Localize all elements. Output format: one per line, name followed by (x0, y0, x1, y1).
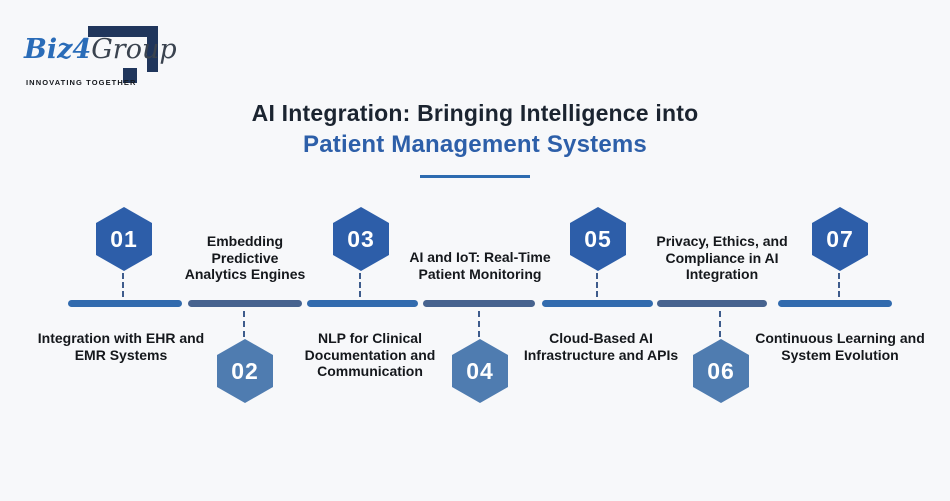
corner-bracket-icon (88, 26, 158, 83)
step-label: Integration with EHR and EMR Systems (37, 330, 205, 363)
logo-tagline: INNOVATING TOGETHER (26, 78, 137, 87)
dotted-connector (243, 311, 245, 337)
timeline-segment-5 (542, 300, 653, 307)
hexagon-step-04: 04 (452, 339, 508, 403)
step-label: AI and IoT: Real-Time Patient Monitoring (409, 249, 551, 282)
timeline-segment-6 (657, 300, 767, 307)
hexagon-step-07: 07 (812, 207, 868, 271)
timeline-segment-3 (307, 300, 418, 307)
dotted-connector (359, 273, 361, 297)
logo-word-4: 4 (72, 34, 92, 65)
step-number: 03 (347, 225, 375, 252)
step-label: NLP for Clinical Documentation and Commu… (304, 330, 436, 380)
step-number: 04 (466, 357, 494, 384)
page-title: AI Integration: Bringing Intelligence in… (0, 100, 950, 178)
hexagon-step-06: 06 (693, 339, 749, 403)
title-underline (420, 175, 530, 178)
step-number: 05 (584, 225, 612, 252)
step-label: Privacy, Ethics, and Compliance in AI In… (656, 233, 788, 283)
hexagon-step-03: 03 (333, 207, 389, 271)
logo-word-biz: Biz (24, 34, 73, 65)
logo-word-group: Group (91, 34, 177, 65)
step-number: 06 (707, 357, 735, 384)
step-number: 02 (231, 357, 259, 384)
dotted-connector (478, 311, 480, 337)
timeline-segment-2 (188, 300, 302, 307)
step-label: Continuous Learning and System Evolution (755, 330, 925, 363)
dotted-connector (719, 311, 721, 337)
timeline-segment-1 (68, 300, 182, 307)
dotted-connector (838, 273, 840, 297)
timeline-segment-7 (778, 300, 892, 307)
biz4group-logo: Biz4Group INNOVATING TOGETHER (24, 12, 184, 92)
step-number: 01 (110, 225, 138, 252)
title-line-1: AI Integration: Bringing Intelligence in… (251, 100, 699, 126)
hexagon-step-05: 05 (570, 207, 626, 271)
step-label: Embedding Predictive Analytics Engines (184, 233, 306, 283)
timeline-segment-4 (423, 300, 535, 307)
step-number: 07 (826, 225, 854, 252)
hexagon-step-02: 02 (217, 339, 273, 403)
dotted-connector (122, 273, 124, 297)
step-label: Cloud-Based AI Infrastructure and APIs (523, 330, 679, 363)
logo-wordmark: Biz4Group (24, 36, 177, 63)
title-line-2: Patient Management Systems (303, 131, 647, 158)
dotted-connector (596, 273, 598, 297)
hexagon-step-01: 01 (96, 207, 152, 271)
